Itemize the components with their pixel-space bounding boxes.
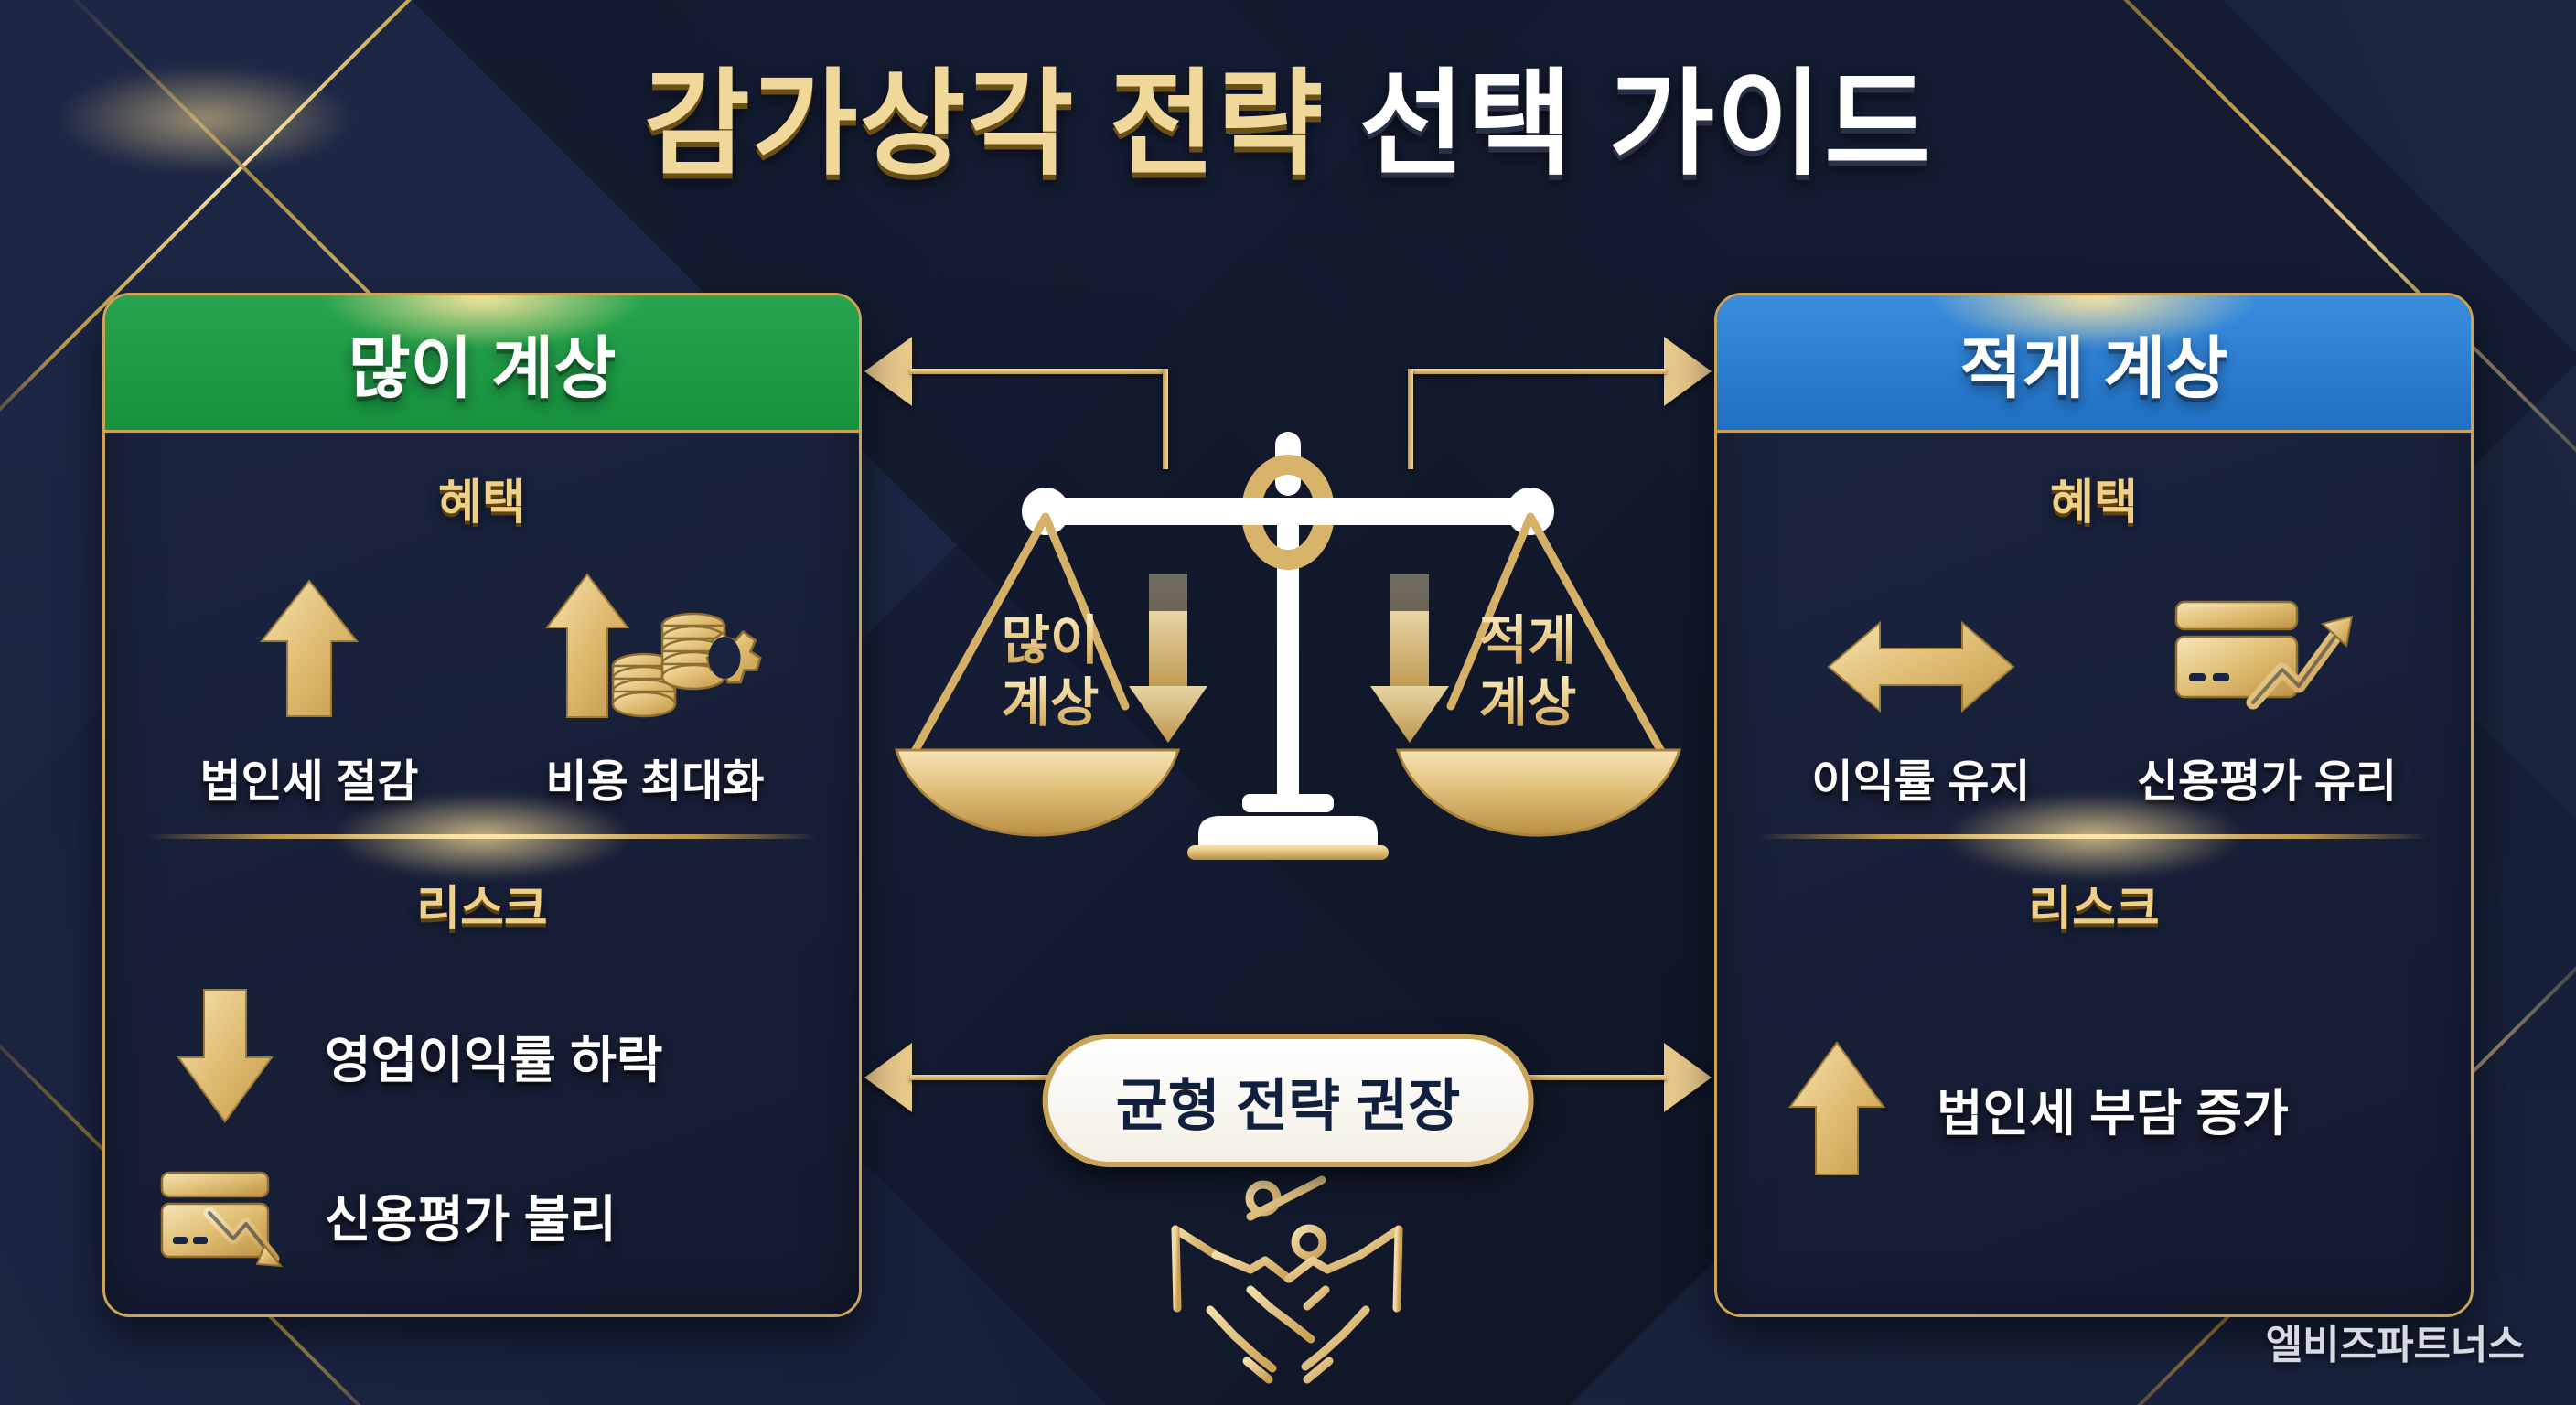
balance-scale-icon: 많이 계상 적게 계상 <box>803 384 1773 951</box>
panel-few-depreciation[interactable]: 적게 계상 혜택 이익률 유지 <box>1714 293 2474 1317</box>
benefit-label: 비용 최대화 <box>545 757 765 807</box>
panel-right-header-label: 적게 계상 <box>1959 330 2228 406</box>
benefit-item[interactable]: 법인세 절감 <box>140 575 478 810</box>
title-gold-part: 감가상각 전략 <box>643 59 1326 188</box>
connector-right-bottom <box>1501 1043 1712 1116</box>
left-benefit-row: 법인세 절감 <box>105 573 859 810</box>
center-column: 많이 계상 적게 계상 균형 전략 권장 <box>803 274 1773 1384</box>
connector-left-bottom <box>864 1043 1075 1116</box>
left-right-arrow-icon <box>1825 575 2017 722</box>
panel-left-header-label: 많이 계상 <box>348 330 617 406</box>
handshake-percent-icon <box>1155 1171 1421 1395</box>
connector-left-top <box>864 337 1168 469</box>
risk-item[interactable]: 신용평가 불리 <box>105 1160 859 1270</box>
section-divider <box>147 834 817 839</box>
left-benefit-title: 혜택 <box>438 477 526 530</box>
right-benefit-row: 이익률 유지 <box>1717 582 2471 810</box>
recommendation-badge[interactable]: 균형 전략 권장 <box>1042 1034 1534 1167</box>
benefit-label: 이익률 유지 <box>1811 757 2031 807</box>
up-arrow-icon <box>1768 1039 1905 1178</box>
benefit-item[interactable]: 이익률 유지 <box>1752 575 2090 810</box>
left-risk-title: 리스크 <box>416 883 548 936</box>
panel-right-header: 적게 계상 <box>1717 295 2471 433</box>
risk-item[interactable]: 영업이익률 하락 <box>105 986 859 1125</box>
risk-label: 법인세 부담 증가 <box>1937 1085 2289 1142</box>
credit-card-down-chart-icon <box>156 1160 294 1270</box>
light-glow <box>55 64 357 174</box>
benefit-item[interactable]: 신용평가 유리 <box>2098 575 2436 810</box>
title-white-part: 선택 가이드 <box>1358 59 1933 188</box>
watermark: 엘비즈파트너스 <box>2265 1323 2525 1367</box>
up-arrow-coins-gear-icon <box>545 573 765 722</box>
scale-right-label-1: 적게 <box>1479 611 1577 670</box>
right-benefit-title: 혜택 <box>2050 477 2138 530</box>
up-arrow-icon <box>254 575 364 722</box>
page-title: 감가상각 전략 선택 가이드 <box>0 31 2576 198</box>
credit-card-up-chart-icon <box>2169 575 2366 722</box>
benefit-label: 신용평가 유리 <box>2136 757 2398 807</box>
risk-label: 영업이익률 하락 <box>325 1032 663 1089</box>
scale-left-label-1: 많이 <box>1002 611 1100 670</box>
connector-right-top <box>1408 337 1712 469</box>
scale-right-label-2: 계상 <box>1479 673 1577 733</box>
section-divider <box>1759 834 2429 839</box>
panel-left-header: 많이 계상 <box>105 295 859 433</box>
down-arrow-icon <box>156 986 294 1125</box>
right-risk-title: 리스크 <box>2028 883 2160 936</box>
benefit-item[interactable]: 비용 최대화 <box>486 573 824 810</box>
scale-left-label-2: 계상 <box>1002 673 1100 733</box>
risk-label: 신용평가 불리 <box>325 1191 617 1248</box>
panel-many-depreciation[interactable]: 많이 계상 혜택 법인세 절감 <box>102 293 862 1317</box>
risk-item[interactable]: 법인세 부담 증가 <box>1717 1039 2471 1178</box>
benefit-label: 법인세 절감 <box>199 757 419 807</box>
